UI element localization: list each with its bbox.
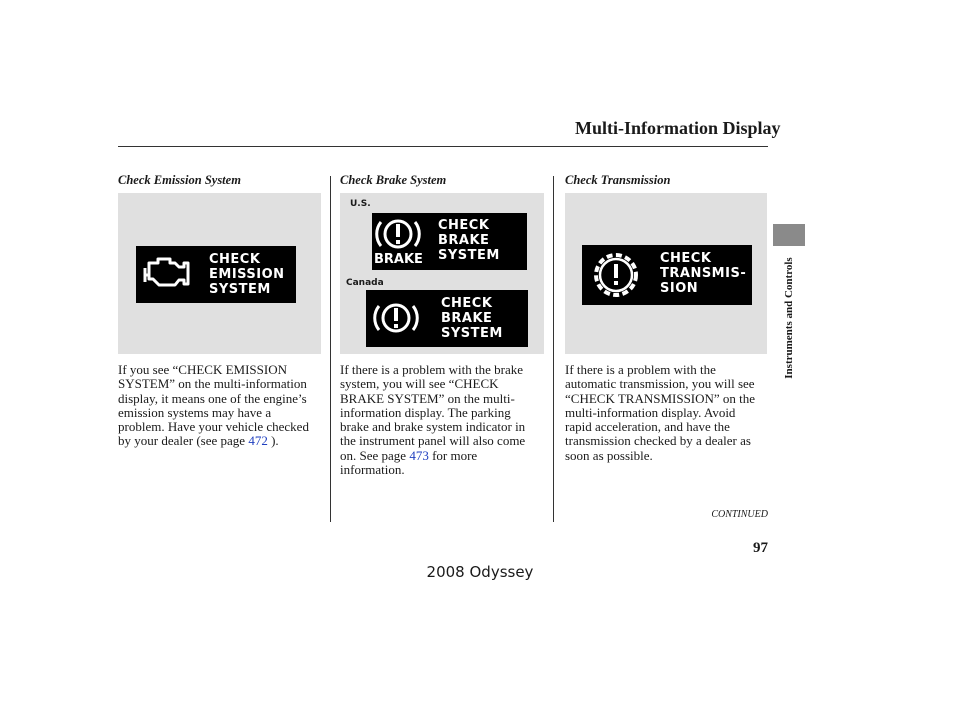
- emission-display: CHECK EMISSION SYSTEM: [136, 246, 296, 303]
- column-divider: [330, 176, 331, 522]
- section-tab-marker: [773, 224, 805, 246]
- brake-illustration-panel: U.S. BRAKE CHECK BRAKE SYSTEM Canada CHE…: [340, 193, 544, 354]
- transmission-warning-icon: [594, 253, 638, 297]
- brake-body-text: If there is a problem with the brake sys…: [340, 362, 526, 478]
- page-link-473[interactable]: 473: [409, 447, 429, 463]
- emission-body-text: If you see “CHECK EMISSION SYSTEM” on th…: [118, 362, 309, 449]
- transmission-display-text: CHECK TRANSMIS- SION: [660, 251, 747, 296]
- heading-check-emission: Check Emission System: [118, 173, 241, 187]
- continued-label: CONTINUED: [711, 509, 768, 520]
- transmission-display: CHECK TRANSMIS- SION: [582, 245, 752, 305]
- brake-display-us: BRAKE CHECK BRAKE SYSTEM: [372, 213, 527, 270]
- brake-icon-caption: BRAKE: [374, 252, 423, 267]
- brake-warning-icon: [375, 219, 421, 249]
- check-engine-icon: [143, 257, 190, 287]
- brake-warning-icon: [373, 303, 419, 333]
- us-label: U.S.: [350, 199, 371, 209]
- heading-check-brake: Check Brake System: [340, 173, 447, 187]
- brake-display-canada: CHECK BRAKE SYSTEM: [366, 290, 528, 347]
- brake-display-text-us: CHECK BRAKE SYSTEM: [438, 218, 500, 263]
- transmission-illustration-panel: CHECK TRANSMIS- SION: [565, 193, 767, 354]
- page-number: 97: [753, 540, 768, 556]
- transmission-body-text: If there is a problem with the automatic…: [565, 362, 756, 463]
- heading-check-transmission: Check Transmission: [565, 173, 671, 187]
- canada-label: Canada: [346, 278, 384, 288]
- title-divider: [118, 146, 768, 147]
- column-divider: [553, 176, 554, 522]
- page-title: Multi-Information Display: [575, 118, 781, 138]
- emission-display-text: CHECK EMISSION SYSTEM: [209, 252, 285, 297]
- footer-model: 2008 Odyssey: [426, 563, 534, 581]
- emission-illustration-panel: CHECK EMISSION SYSTEM: [118, 193, 321, 354]
- brake-display-text-canada: CHECK BRAKE SYSTEM: [441, 296, 503, 341]
- section-side-label: Instruments and Controls: [783, 257, 795, 379]
- page-link-472[interactable]: 472: [248, 433, 268, 449]
